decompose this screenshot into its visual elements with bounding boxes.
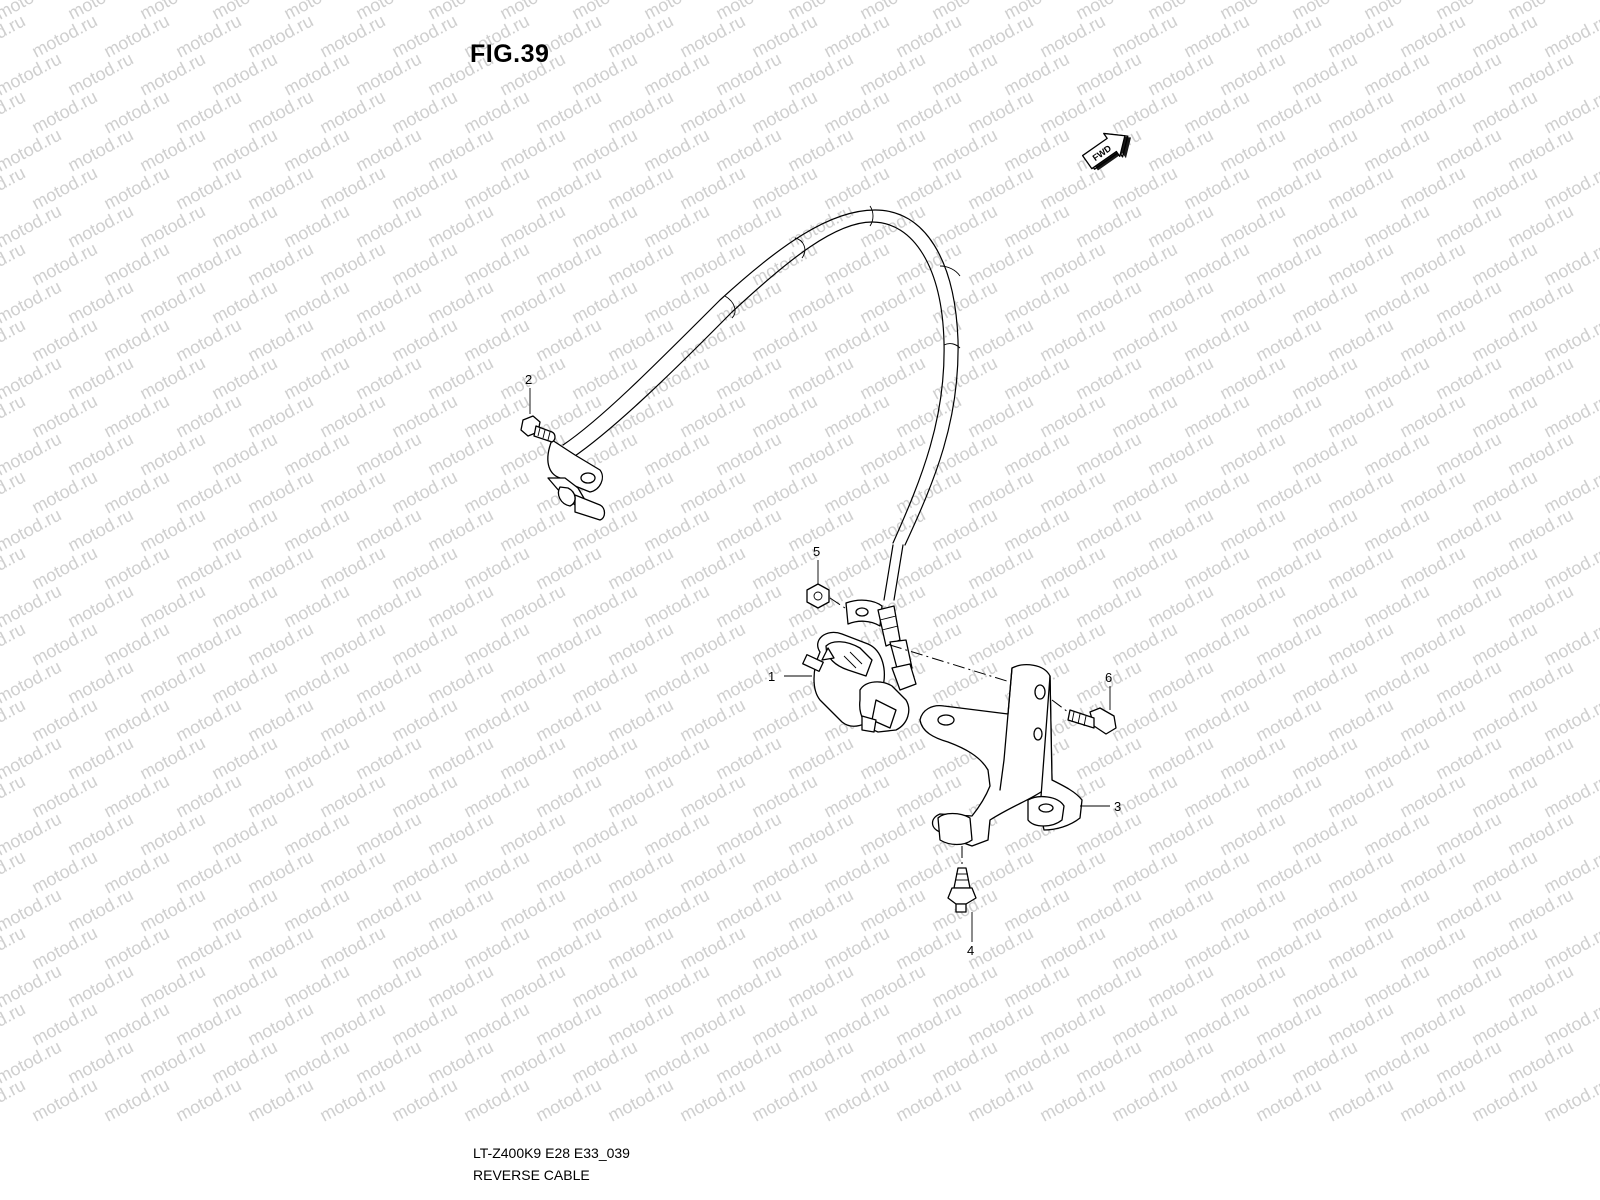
callout-1: 1: [768, 669, 775, 684]
reverse-lever-part-1: [802, 605, 917, 733]
nut-5-leader: [829, 597, 849, 611]
reverse-cable: [562, 205, 961, 601]
callout-3: 3: [1114, 799, 1121, 814]
screw-part-4: [947, 867, 977, 913]
lever-tab: [845, 599, 883, 627]
bolt-part-2: [520, 415, 556, 443]
callout-5: 5: [813, 544, 820, 559]
cable-end-fitting: [547, 439, 606, 521]
nut-part-5: [806, 583, 830, 609]
bracket-part-3: [919, 664, 1083, 847]
bolt-part-6: [1067, 707, 1117, 735]
fwd-arrow-icon: FWD: [1081, 132, 1132, 171]
callout-2: 2: [525, 372, 532, 387]
figure-caption-name: REVERSE CABLE: [473, 1167, 590, 1183]
callout-4: 4: [967, 943, 974, 958]
callout-6: 6: [1105, 670, 1112, 685]
figure-caption-code: LT-Z400K9 E28 E33_039: [473, 1145, 630, 1161]
bolt-6-leader: [1051, 699, 1069, 713]
